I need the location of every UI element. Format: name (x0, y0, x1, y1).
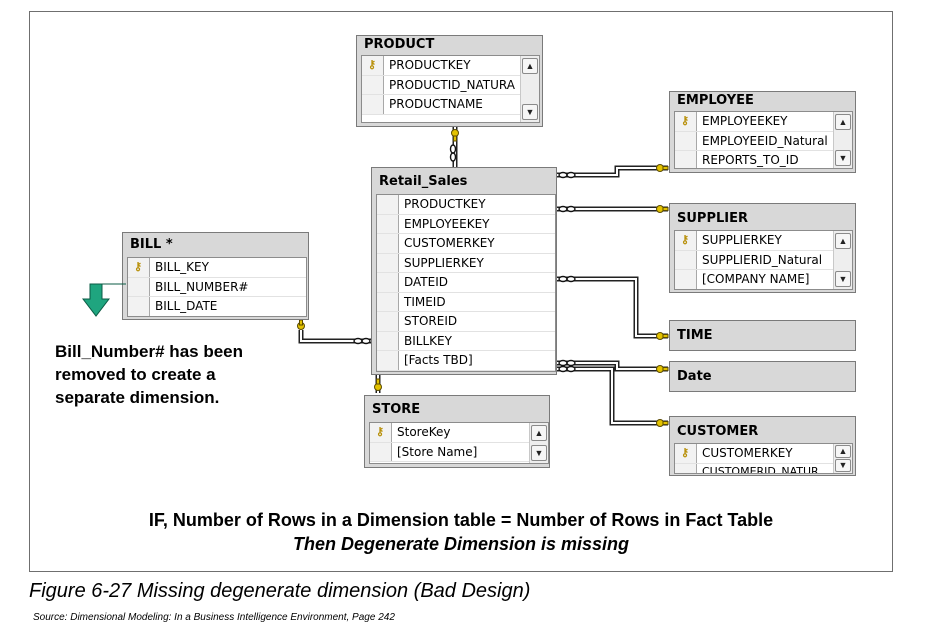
table-title: Retail_Sales (379, 174, 468, 189)
table-row[interactable]: ⚷PRODUCTKEY (362, 56, 539, 76)
scroll-up-icon[interactable]: ▲ (835, 445, 851, 458)
scroll-down-icon[interactable]: ▼ (522, 104, 538, 120)
column-list[interactable]: ⚷PRODUCTKEY PRODUCTID_NATURA PRODUCTNAME… (361, 55, 540, 123)
rel-sales-customer (557, 366, 668, 426)
many-end-icon (558, 275, 576, 283)
table-row[interactable]: PRODUCTNAME (362, 95, 539, 115)
scroll-down-icon[interactable]: ▼ (835, 150, 851, 166)
table-row[interactable]: ⚷CUSTOMERKEY (675, 444, 852, 464)
table-title: SUPPLIER (677, 211, 748, 226)
key-icon: ⚷ (681, 234, 690, 246)
column-list[interactable]: ⚷CUSTOMERKEY CUSTOMERID_NATUR ▲▼ (674, 443, 853, 474)
one-end-key-icon (656, 164, 669, 172)
many-end-icon (449, 144, 457, 162)
scrollbar[interactable]: ▲▼ (833, 112, 852, 168)
many-end-icon (558, 359, 576, 367)
rel-sales-time (557, 276, 668, 339)
table-row[interactable]: EMPLOYEEID_Natural (675, 131, 852, 151)
key-icon: ⚷ (681, 115, 690, 127)
table-row[interactable]: DATEID (377, 273, 555, 293)
table-row[interactable]: STOREID (377, 312, 555, 332)
figure-caption: Figure 6-27 Missing degenerate dimension… (29, 580, 531, 602)
table-row[interactable]: SUPPLIERID_Natural (675, 250, 852, 270)
table-title: TIME (677, 328, 713, 343)
scrollbar[interactable]: ▲▼ (833, 231, 852, 289)
one-end-key-icon (374, 378, 382, 391)
scrollbar[interactable]: ▲▼ (529, 423, 548, 463)
column-list[interactable]: ⚷EMPLOYEEKEY EMPLOYEEID_Natural REPORTS_… (674, 111, 853, 169)
table-date[interactable]: Date (669, 361, 856, 392)
table-row[interactable]: PRODUCTKEY (377, 195, 555, 215)
table-title: BILL * (130, 237, 173, 252)
scroll-down-icon[interactable]: ▼ (531, 445, 547, 461)
key-icon: ⚷ (681, 447, 690, 459)
table-row[interactable]: SUPPLIERKEY (377, 253, 555, 273)
table-store[interactable]: STORE ⚷StoreKey [Store Name] ▲▼ (364, 395, 550, 468)
scroll-up-icon[interactable]: ▲ (835, 114, 851, 130)
table-employee[interactable]: EMPLOYEE ⚷EMPLOYEEKEY EMPLOYEEID_Natural… (669, 91, 856, 173)
one-end-key-icon (656, 332, 669, 340)
scroll-down-icon[interactable]: ▼ (835, 459, 851, 472)
green-arrow-icon (82, 283, 126, 317)
table-title: Date (677, 369, 712, 384)
table-product[interactable]: PRODUCT ⚷PRODUCTKEY PRODUCTID_NATURA PRO… (356, 35, 543, 127)
column-list[interactable]: ⚷StoreKey [Store Name] ▲▼ (369, 422, 549, 464)
table-row[interactable]: REPORTS_TO_ID (675, 151, 852, 168)
table-title: PRODUCT (364, 37, 435, 52)
key-icon: ⚷ (134, 261, 143, 273)
scroll-up-icon[interactable]: ▲ (531, 425, 547, 441)
table-customer[interactable]: CUSTOMER ⚷CUSTOMERKEY CUSTOMERID_NATUR ▲… (669, 416, 856, 476)
table-row[interactable]: PRODUCTID_NATURA (362, 75, 539, 95)
column-list[interactable]: ⚷SUPPLIERKEY SUPPLIERID_Natural [COMPANY… (674, 230, 853, 290)
table-row[interactable]: BILLKEY (377, 331, 555, 351)
many-end-icon (558, 205, 576, 213)
many-end-icon (353, 337, 371, 345)
table-row[interactable]: [Store Name] (370, 442, 548, 462)
table-row[interactable]: [COMPANY NAME] (675, 270, 852, 289)
many-end-icon (558, 171, 576, 179)
many-end-icon (558, 365, 576, 373)
annotation-text: Bill_Number# has been removed to create … (55, 342, 244, 407)
rel-sales-employee (557, 165, 668, 178)
table-bill[interactable]: BILL * ⚷BILL_KEY BILL_NUMBER# BILL_DATE (122, 232, 309, 320)
table-row[interactable]: CUSTOMERID_NATUR (675, 463, 852, 473)
rule-text: IF, Number of Rows in a Dimension table … (148, 510, 774, 554)
table-row[interactable]: CUSTOMERKEY (377, 234, 555, 254)
key-icon: ⚷ (368, 59, 377, 71)
table-row[interactable]: ⚷EMPLOYEEKEY (675, 112, 852, 132)
column-list[interactable]: ⚷BILL_KEY BILL_NUMBER# BILL_DATE (127, 257, 307, 317)
key-icon: ⚷ (376, 426, 385, 438)
table-supplier[interactable]: SUPPLIER ⚷SUPPLIERKEY SUPPLIERID_Natural… (669, 203, 856, 293)
scroll-up-icon[interactable]: ▲ (522, 58, 538, 74)
one-end-key-icon (656, 205, 669, 213)
scroll-up-icon[interactable]: ▲ (835, 233, 851, 249)
table-row[interactable]: ⚷BILL_KEY (128, 258, 306, 278)
table-row[interactable]: ⚷StoreKey (370, 423, 548, 443)
table-row[interactable]: BILL_DATE (128, 297, 306, 316)
table-row[interactable]: [Facts TBD] (377, 351, 555, 371)
one-end-key-icon (451, 129, 459, 142)
source-caption: Source: Dimensional Modeling: In a Busin… (33, 612, 395, 623)
figure-frame (29, 11, 893, 572)
table-retail-sales[interactable]: Retail_Sales PRODUCTKEY EMPLOYEEKEY CUST… (371, 167, 557, 375)
one-end-key-icon (656, 419, 669, 427)
column-list[interactable]: PRODUCTKEY EMPLOYEEKEY CUSTOMERKEY SUPPL… (376, 194, 556, 372)
table-row[interactable]: BILL_NUMBER# (128, 277, 306, 297)
table-row[interactable]: EMPLOYEEKEY (377, 214, 555, 234)
scrollbar[interactable]: ▲▼ (520, 56, 539, 122)
table-title: STORE (372, 402, 421, 417)
scroll-down-icon[interactable]: ▼ (835, 271, 851, 287)
table-title: EMPLOYEE (677, 93, 754, 108)
one-end-key-icon (656, 365, 669, 373)
rel-sales-date (557, 360, 668, 372)
one-end-key-icon (297, 319, 305, 330)
table-title: CUSTOMER (677, 424, 759, 439)
scrollbar[interactable]: ▲▼ (833, 444, 852, 473)
table-row[interactable]: ⚷SUPPLIERKEY (675, 231, 852, 251)
table-row[interactable]: TIMEID (377, 292, 555, 312)
rel-bill-sales (298, 330, 372, 344)
table-time[interactable]: TIME (669, 320, 856, 351)
